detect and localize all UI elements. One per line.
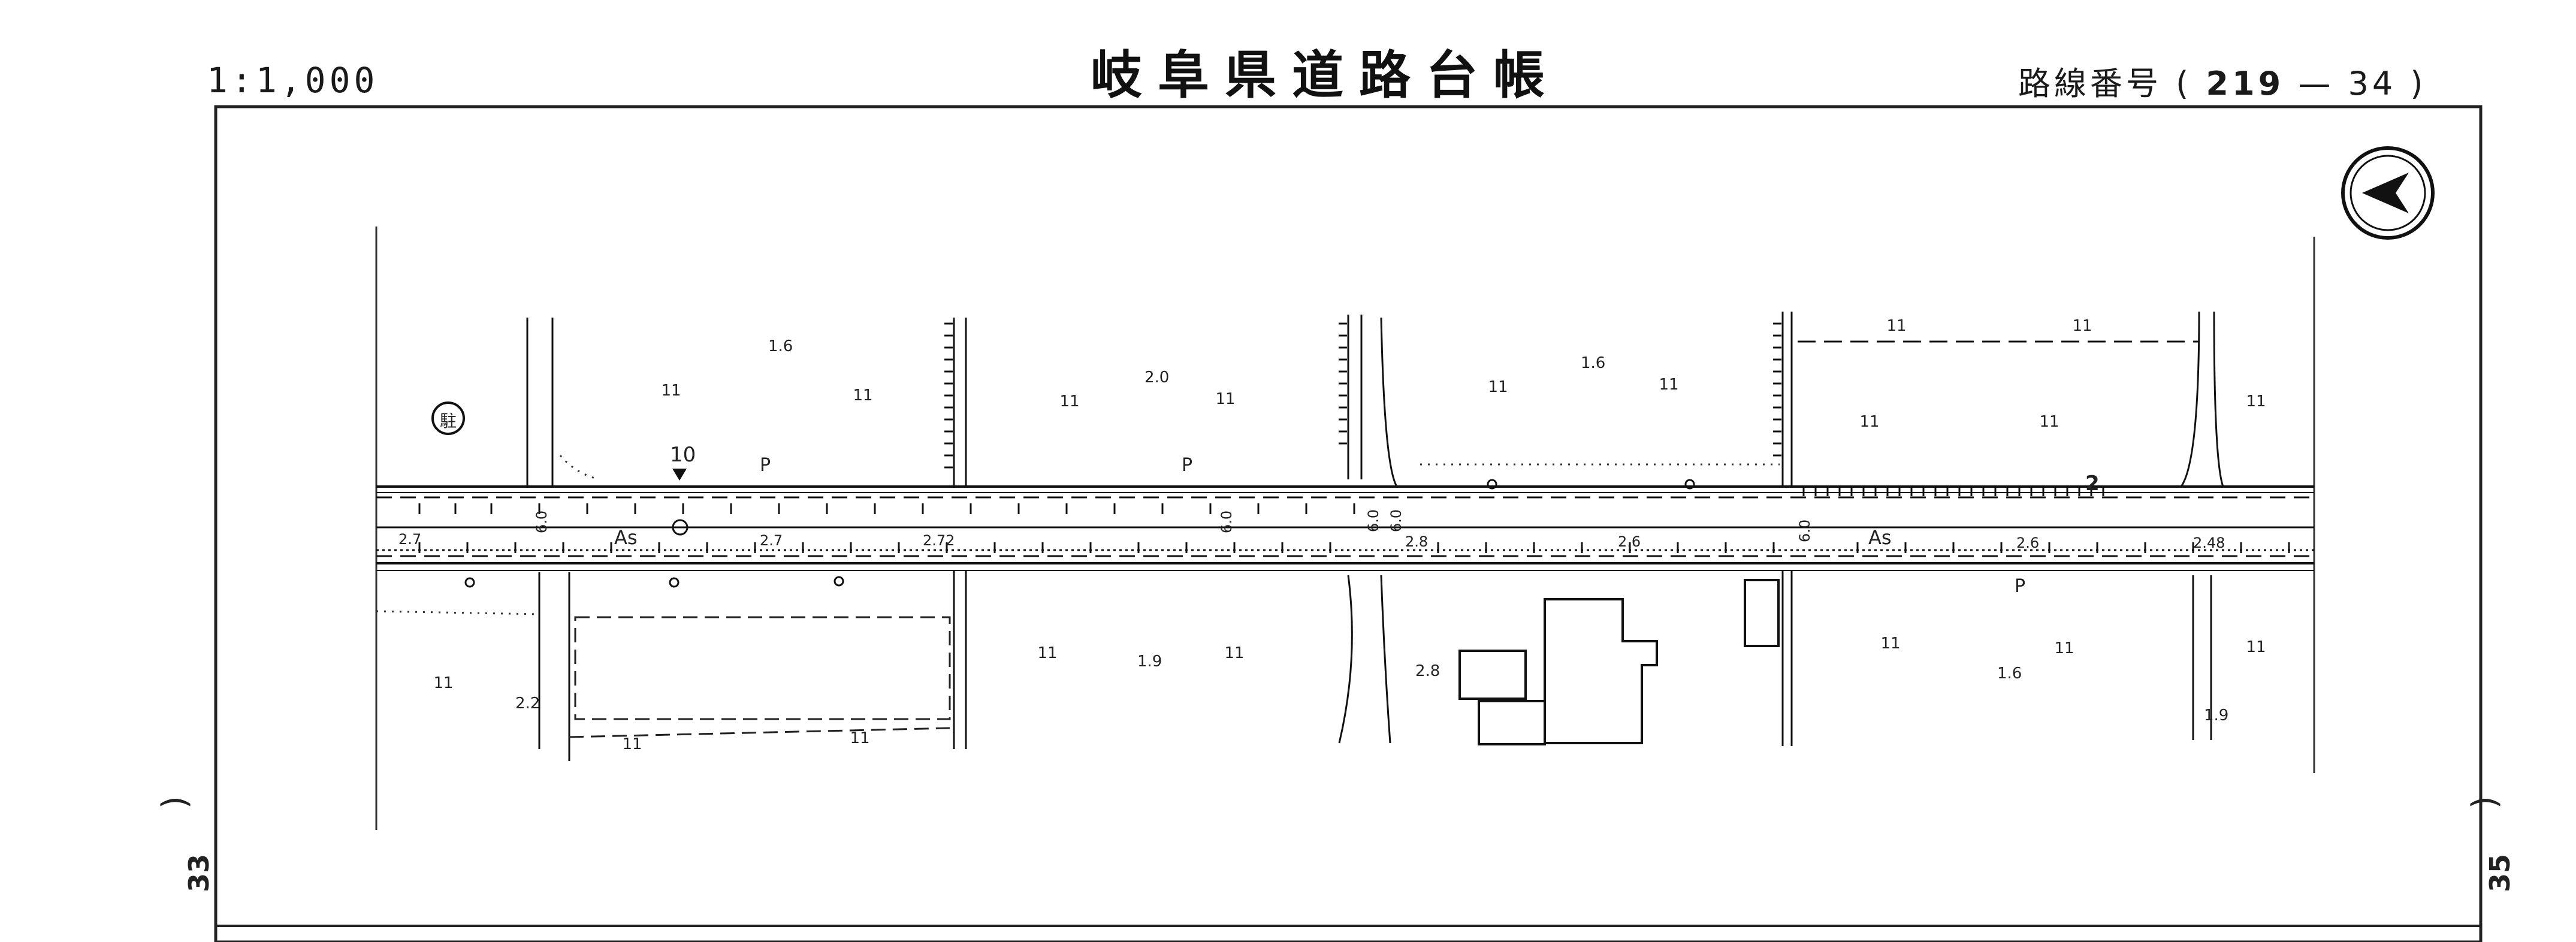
field-mark: 11 bbox=[1224, 644, 1244, 662]
right-bracket: ) bbox=[2465, 796, 2504, 809]
elevation-label: 1.9 bbox=[1137, 653, 1162, 671]
road-width: 2.8 bbox=[1405, 533, 1428, 550]
drain-width: 6.0 bbox=[533, 511, 550, 533]
route-number-sub: 34 bbox=[2348, 65, 2397, 102]
parking-mark: P bbox=[1182, 455, 1192, 476]
route-number-main: 219 bbox=[2206, 65, 2285, 102]
field-mark: 11 bbox=[661, 382, 681, 400]
route-label: 路線番号 bbox=[2018, 65, 2162, 102]
field-mark: 11 bbox=[850, 729, 869, 747]
elevation-label: 2.0 bbox=[1144, 369, 1169, 387]
road-width-labels: 2.7 2.7 2.72 2.8 2.6 2.6 2.48 bbox=[398, 531, 2225, 551]
road-surface-label: As bbox=[1868, 526, 1892, 549]
field-mark: 11 bbox=[622, 735, 642, 753]
field-mark: 11 bbox=[2072, 317, 2092, 335]
parking-mark: P bbox=[2015, 576, 2025, 597]
main-road bbox=[376, 485, 2314, 571]
dashed-lot bbox=[574, 616, 951, 720]
road-width: 2.7 bbox=[760, 532, 783, 549]
route-dash: — bbox=[2298, 65, 2335, 102]
elevation-label: 1.6 bbox=[1997, 665, 2022, 683]
road-width: 2.6 bbox=[1618, 533, 1641, 550]
page-title: 岐阜県道路台帳 bbox=[1091, 46, 1560, 105]
drain-width-labels: 6.0 6.0 6.0 6.0 6.0 bbox=[533, 509, 1813, 542]
field-mark: 11 bbox=[2054, 639, 2074, 657]
field-mark: 11 bbox=[1037, 644, 1057, 662]
field-mark: 11 bbox=[1488, 378, 1508, 396]
field-mark: 11 bbox=[1859, 413, 1879, 431]
field-mark: 11 bbox=[2246, 393, 2266, 410]
field-mark: 11 bbox=[1215, 390, 1235, 408]
channel-hatching bbox=[944, 322, 2104, 496]
drain-width: 6.0 bbox=[1388, 509, 1405, 532]
boundary-lines bbox=[376, 455, 1780, 615]
drain-width: 6.0 bbox=[1796, 520, 1813, 542]
utility-circles bbox=[464, 479, 1695, 588]
field-mark: 11 bbox=[1059, 393, 1079, 410]
left-bracket: ) bbox=[155, 796, 194, 809]
field-mark: 11 bbox=[2039, 413, 2059, 431]
elevation-label: 1.9 bbox=[2204, 707, 2228, 724]
route-open-paren: ( bbox=[2176, 65, 2193, 102]
elevation-label: 2.2 bbox=[515, 695, 540, 712]
buildings bbox=[1458, 579, 1780, 745]
road-edge-ticks bbox=[418, 503, 2290, 553]
drain-width: 6.0 bbox=[1218, 511, 1235, 533]
field-mark: 11 bbox=[853, 387, 872, 404]
chainage-number: 2 bbox=[2085, 472, 2100, 496]
map-frame bbox=[214, 105, 2483, 942]
field-mark: 11 bbox=[1880, 635, 1900, 653]
field-mark: 11 bbox=[1659, 376, 1678, 394]
map-scale: 1:1,000 bbox=[207, 60, 379, 101]
field-mark: 11 bbox=[1886, 317, 1906, 335]
road-width: 2.72 bbox=[923, 532, 955, 549]
road-width: 2.7 bbox=[398, 531, 421, 548]
elevation-label: 1.6 bbox=[768, 337, 793, 355]
field-mark: 11 bbox=[433, 674, 453, 692]
road-width: 2.48 bbox=[2193, 535, 2225, 551]
road-surface-label: As bbox=[614, 526, 638, 549]
spot-elevations: 1.6 2.0 1.6 1.9 1.9 1.6 2.8 2.2 bbox=[515, 337, 2228, 724]
svg-text:駐: 駐 bbox=[440, 411, 457, 431]
elevation-label: 1.6 bbox=[1581, 354, 1605, 372]
field-mark: 11 bbox=[2246, 638, 2266, 656]
route-number: 路線番号 ( 219 — 34 ) bbox=[2018, 57, 2426, 104]
north-arrow-icon bbox=[2341, 146, 2435, 240]
elevation-label: 2.8 bbox=[1415, 662, 1440, 680]
kilometer-post: 10 bbox=[670, 443, 696, 481]
svg-text:10: 10 bbox=[670, 443, 696, 467]
parking-mark: P bbox=[760, 455, 771, 476]
parking-symbol: 駐 bbox=[431, 401, 465, 435]
drain-width: 6.0 bbox=[1365, 509, 1382, 532]
cross-channels bbox=[526, 311, 2224, 761]
road-width: 2.6 bbox=[2016, 535, 2039, 551]
route-close-paren: ) bbox=[2410, 65, 2427, 102]
field-marks: 11 11 11 11 11 11 11 11 11 11 11 11 11 1… bbox=[433, 317, 2266, 753]
